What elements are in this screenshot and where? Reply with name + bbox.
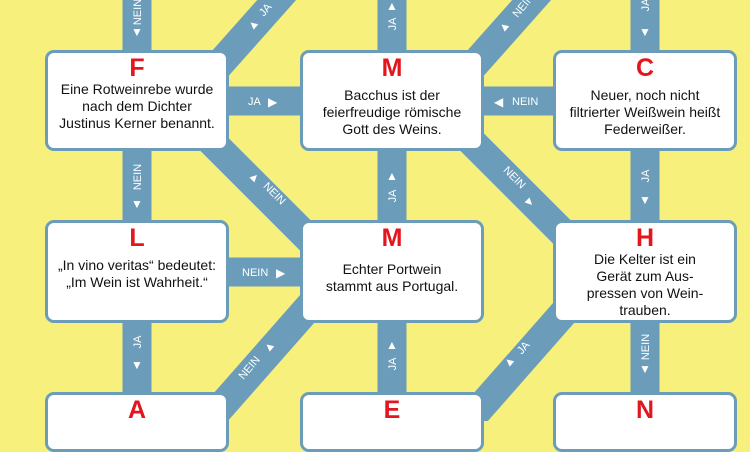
question-box-l: L „In vino veritas“ bedeutet: „Im Wein i… xyxy=(45,220,229,323)
box-question: Neuer, noch nicht filtrierter Weißwein h… xyxy=(569,87,721,137)
arrow-up-icon: ▲ xyxy=(386,0,398,13)
question-box-m1: M Bacchus ist der feierfreudige römische… xyxy=(300,50,484,151)
arrow-up-icon: ▲ xyxy=(386,169,398,183)
connector-label: JA xyxy=(248,96,262,108)
connector-label: JA xyxy=(387,17,399,31)
question-box-h: H Die Kelter ist ein Gerät zum Aus-press… xyxy=(553,220,737,323)
arrow-right-icon: ▶ xyxy=(268,95,278,109)
box-letter: F xyxy=(129,54,145,82)
arrow-right-icon: ▶ xyxy=(276,266,286,280)
question-box-m2: M Echter Portwein stammt aus Portugal. xyxy=(300,220,484,323)
connector-label: NEIN xyxy=(512,96,538,108)
question-box-c: C Neuer, noch nicht filtrierter Weißwein… xyxy=(553,50,737,151)
box-question: Eine Rotweinrebe wurde nach dem Dichter … xyxy=(59,81,215,131)
question-box-n: N xyxy=(553,392,737,452)
path-diag-f-m xyxy=(194,124,326,256)
box-letter: L xyxy=(129,224,145,252)
connector-label: JA xyxy=(640,169,652,183)
connector-label: NEIN xyxy=(132,0,144,25)
box-letter: N xyxy=(635,396,655,424)
arrow-left-icon: ◀ xyxy=(494,95,504,109)
box-letter: M xyxy=(381,54,403,82)
connector-label: NEIN xyxy=(132,164,144,190)
box-letter: A xyxy=(127,396,147,424)
box-letter: E xyxy=(383,396,401,424)
connector-label: JA xyxy=(132,335,144,349)
arrow-down-icon: ▼ xyxy=(131,197,143,211)
arrow-down-icon: ▼ xyxy=(131,25,143,39)
box-letter: M xyxy=(381,224,403,252)
arrow-down-icon: ▼ xyxy=(639,193,651,207)
question-box-f: F Eine Rotweinrebe wurde nach dem Dichte… xyxy=(45,50,229,151)
box-letter: H xyxy=(635,224,655,252)
arrow-down-icon: ▼ xyxy=(131,358,143,372)
arrow-up-icon: ▲ xyxy=(386,338,398,352)
question-box-e: E xyxy=(300,392,484,452)
connector-label: JA xyxy=(387,357,399,371)
box-question: Die Kelter ist ein Gerät zum Aus-pressen… xyxy=(586,251,704,318)
arrow-down-icon: ▼ xyxy=(639,25,651,39)
box-letter: C xyxy=(635,54,655,82)
connector-label: NEIN xyxy=(640,334,652,360)
arrow-down-icon: ▼ xyxy=(639,362,651,376)
connector-label: JA xyxy=(387,189,399,203)
box-question: „In vino veritas“ bedeutet: „Im Wein ist… xyxy=(58,257,216,290)
connector-label: NEIN xyxy=(242,267,268,279)
box-question: Bacchus ist der feierfreudige römische G… xyxy=(322,87,462,137)
box-question: Echter Portwein stammt aus Portugal. xyxy=(325,261,459,294)
connector-label: JA xyxy=(640,0,652,11)
question-box-a: A xyxy=(45,392,229,452)
